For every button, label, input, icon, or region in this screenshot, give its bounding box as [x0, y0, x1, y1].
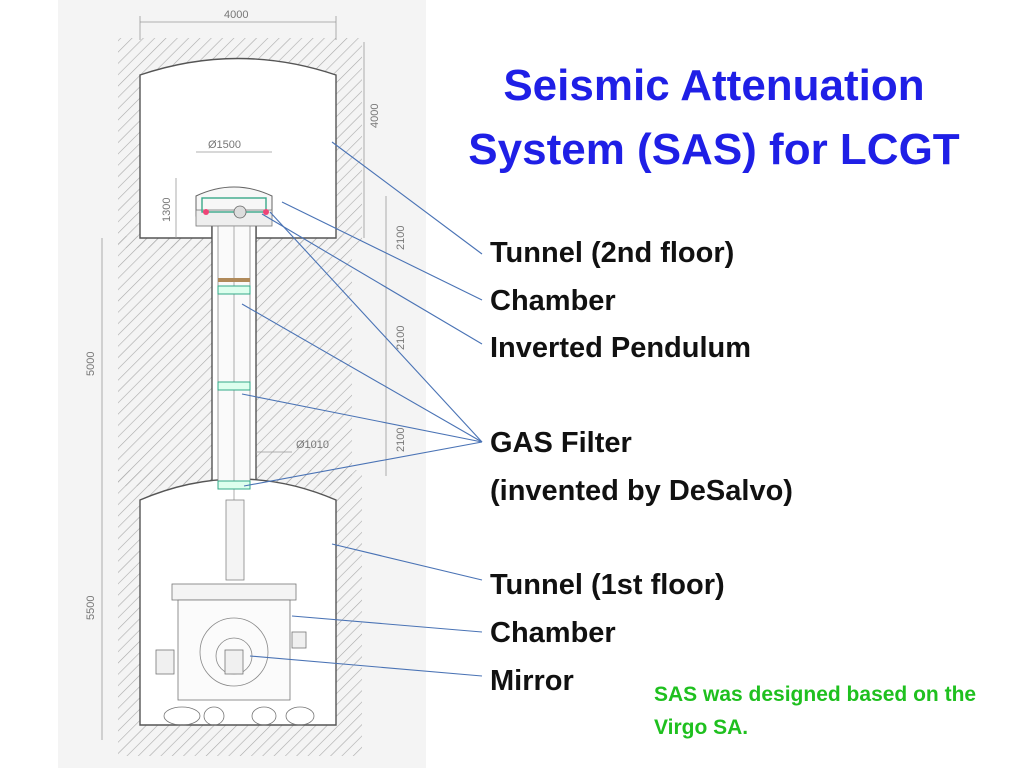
dim-shaft-diameter: Ø1010 — [296, 439, 329, 451]
dim-height-top: 4000 — [369, 104, 381, 128]
virgo-note: SAS was designed based on the Virgo SA. — [654, 683, 977, 739]
title-line-2: System (SAS) for LCGT — [468, 125, 960, 174]
lower-chamber — [155, 583, 315, 726]
suspension-chain — [217, 225, 251, 581]
slide-title: Seismic Attenuation System (SAS) for LCG… — [440, 54, 988, 182]
upper-chamber — [195, 186, 273, 227]
label-tunnel-1st-floor: Tunnel (1st floor) — [490, 569, 725, 601]
label-gas-filter-note: (invented by DeSalvo) — [490, 475, 793, 507]
dim-width-top: 4000 — [224, 9, 248, 21]
dim-shaft: 5000 — [85, 352, 97, 376]
dim-bottom: 5500 — [85, 596, 97, 620]
label-inverted-pendulum: Inverted Pendulum — [490, 332, 752, 364]
dimension-lines — [101, 16, 387, 740]
label-mirror: Mirror — [490, 665, 574, 697]
dim-chamber-height: 1300 — [161, 198, 173, 222]
label-chamber-lower: Chamber — [490, 617, 616, 649]
title-line-1: Seismic Attenuation — [503, 61, 925, 110]
label-tunnel-2nd-floor: Tunnel (2nd floor) — [490, 237, 735, 269]
dim-seg3: 2100 — [395, 428, 407, 452]
leader-lines — [241, 141, 483, 677]
label-chamber-upper: Chamber — [490, 285, 616, 317]
dimension-labels: 4000 4000 Ø1500 1300 2100 2100 2100 5000… — [85, 9, 407, 620]
dim-chamber-diameter: Ø1500 — [208, 139, 241, 151]
dim-seg2: 2100 — [395, 326, 407, 350]
dim-seg1: 2100 — [395, 226, 407, 250]
label-gas-filter: GAS Filter — [490, 427, 632, 459]
